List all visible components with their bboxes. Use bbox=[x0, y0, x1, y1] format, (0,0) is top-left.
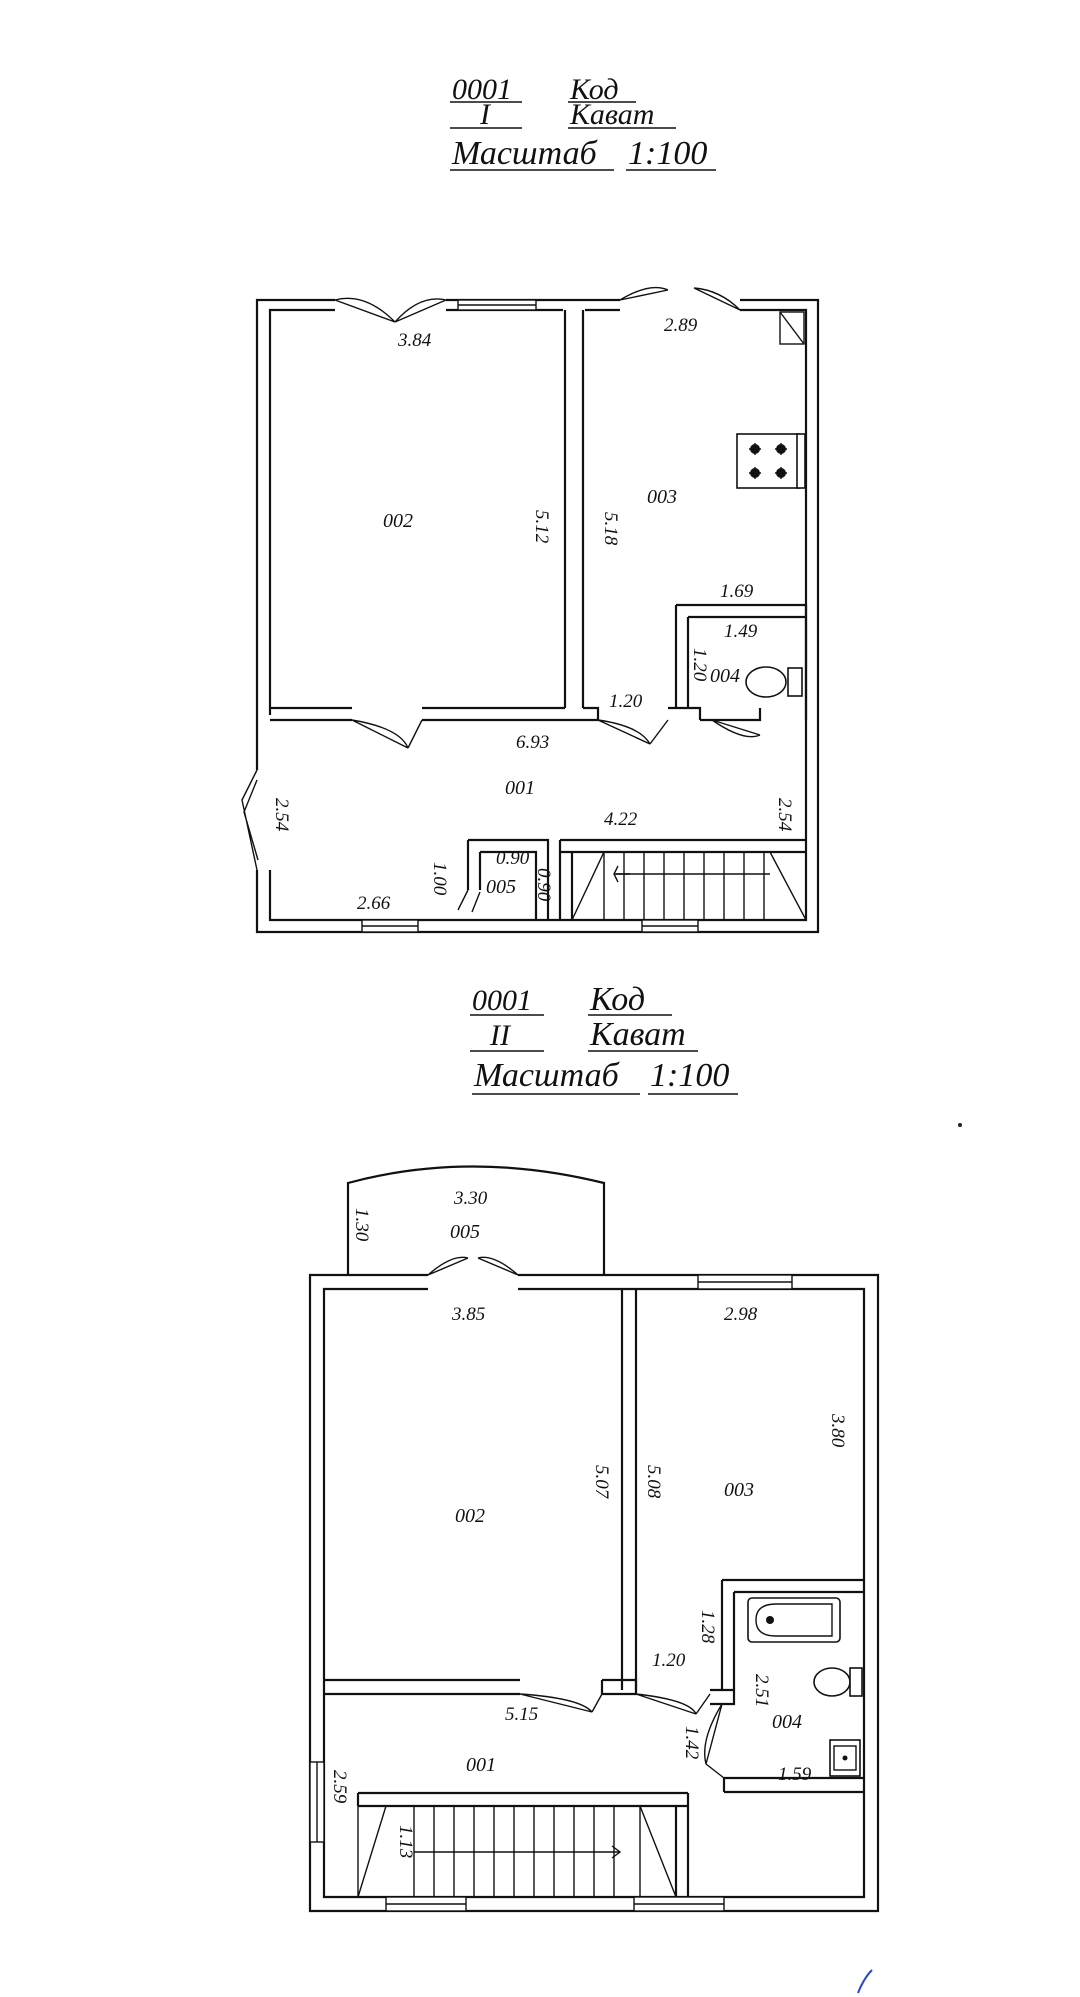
floor-2-dimension: 1.13 bbox=[395, 1825, 416, 1858]
floor-1-room-label: 003 bbox=[647, 486, 677, 508]
floor-2-dimension: 1.30 bbox=[351, 1208, 372, 1242]
floor-2-room-label: 004 bbox=[772, 1711, 802, 1733]
door-swing-icon bbox=[427, 1256, 519, 1276]
floor-1-floor-value: I bbox=[479, 98, 492, 131]
floor-2-code-value: 0001 bbox=[472, 984, 532, 1017]
floor-1-dimension: 2.89 bbox=[664, 315, 698, 336]
floor-1-room-label: 004 bbox=[710, 665, 740, 687]
floor-2-dimension: 1.20 bbox=[652, 1650, 686, 1671]
floor-1-scale-label: Масштаб bbox=[451, 135, 599, 172]
floor-2-dimension: 1.59 bbox=[778, 1764, 812, 1785]
floor-1-dimension: 1.20 bbox=[689, 648, 710, 682]
floor-2-room-label: 001 bbox=[466, 1754, 496, 1776]
door-swing-icon bbox=[334, 297, 447, 323]
floor-2-floor-value: II bbox=[489, 1019, 512, 1052]
floor-1-dimension: 5.18 bbox=[600, 512, 621, 546]
floor-2-floor-label: Кават bbox=[589, 1016, 686, 1053]
floor-1-room-label: 001 bbox=[505, 777, 535, 799]
washbasin-icon bbox=[829, 1739, 861, 1777]
floor-2-dimension: 3.85 bbox=[451, 1304, 485, 1325]
floor-1-floor-label: Кават bbox=[569, 98, 654, 131]
floor-1-room-label: 005 bbox=[486, 876, 516, 898]
toilet-icon bbox=[813, 1667, 863, 1697]
floor-1-dimension: 1.00 bbox=[429, 862, 450, 896]
floor-1-dimension: 2.66 bbox=[357, 893, 391, 914]
floor-1-room-label: 002 bbox=[383, 510, 413, 532]
floor-2-dimension: 1.42 bbox=[681, 1726, 702, 1760]
floor-1-code-label: Код bbox=[569, 73, 619, 106]
floor-2-code-label: Код bbox=[589, 981, 645, 1018]
floor-1-dimension: 2.54 bbox=[774, 798, 795, 832]
floor-1-code-value: 0001 bbox=[452, 73, 512, 106]
staircase-icon bbox=[558, 838, 807, 921]
floor-2-scale-value: 1:100 bbox=[650, 1057, 729, 1094]
floor-1-scale-value: 1:100 bbox=[628, 135, 707, 172]
floor-2-dimension: 5.07 bbox=[591, 1465, 612, 1500]
floor-1-dimension: 0.90 bbox=[496, 848, 530, 869]
floor-2-dimension: 2.98 bbox=[724, 1304, 758, 1325]
staircase-icon bbox=[356, 1791, 690, 1898]
floor-2-dimension: 5.08 bbox=[643, 1465, 664, 1499]
floor-2-room-label: 002 bbox=[455, 1505, 485, 1527]
floor-1-header: 0001 Код I Кават Масштаб 1:100 bbox=[450, 73, 716, 172]
floor-1-dimension: 1.69 bbox=[720, 581, 754, 602]
floor-2-header: 0001 Код II Кават Масштаб 1:100 bbox=[470, 981, 738, 1095]
floor-1-dimension: 0.90 bbox=[533, 868, 554, 902]
floor-1-dimension: 3.84 bbox=[397, 330, 432, 351]
floor-2-room-label: 005 bbox=[450, 1221, 480, 1243]
floor-1-dimension: 5.12 bbox=[531, 510, 552, 544]
floor-1-dimension: 2.54 bbox=[271, 798, 292, 832]
floor-1-plan: 002 003 004 001 005 3.84 5.12 2.89 5.18 … bbox=[241, 286, 820, 934]
floor-2-scale-label: Масштаб bbox=[473, 1057, 621, 1094]
floor-1-dimension: 6.93 bbox=[516, 732, 549, 753]
floor-1-dimension: 1.20 bbox=[609, 691, 643, 712]
floor-2-dimension: 3.30 bbox=[453, 1188, 488, 1209]
floor-2-dimension: 2.59 bbox=[329, 1770, 350, 1804]
floor-2-dimension: 3.80 bbox=[827, 1413, 848, 1448]
toilet-icon bbox=[745, 666, 803, 698]
floor-2-room-label: 003 bbox=[724, 1479, 754, 1501]
floor-2-dimension: 2.51 bbox=[751, 1674, 772, 1707]
floor-2-plan: 005 002 003 004 001 3.30 1.30 3.85 2.98 … bbox=[308, 1165, 880, 1913]
bathtub-icon bbox=[747, 1597, 841, 1643]
floor-1-dimension: 4.22 bbox=[604, 809, 638, 830]
gas-stove-icon bbox=[736, 433, 806, 489]
floor-1-dimension: 1.49 bbox=[724, 621, 758, 642]
floor-2-dimension: 1.28 bbox=[697, 1610, 718, 1644]
floor-2-dimension: 5.15 bbox=[505, 1704, 538, 1725]
